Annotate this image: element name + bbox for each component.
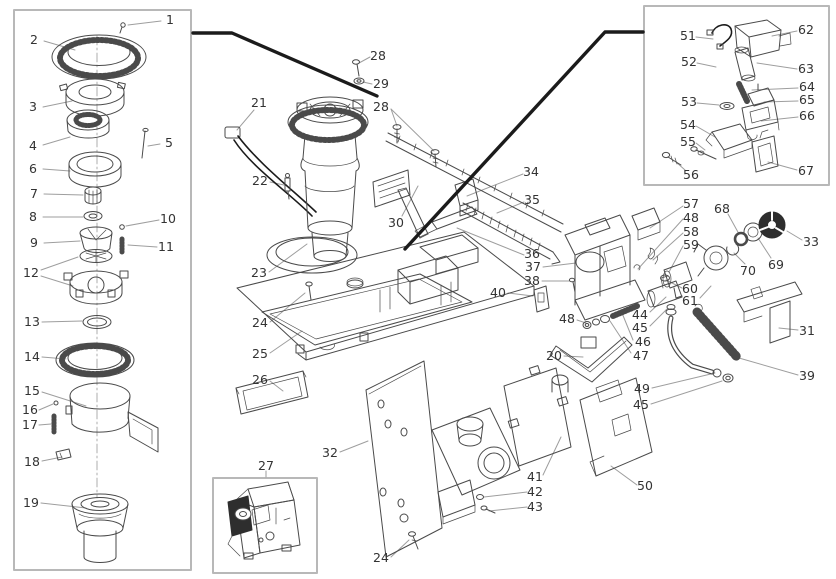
leader-line <box>42 168 71 172</box>
leader-line <box>466 173 524 197</box>
leader-line <box>38 403 54 411</box>
leader-line <box>339 440 369 453</box>
cables <box>191 30 645 251</box>
leader-line <box>269 181 285 186</box>
leader-line <box>456 227 525 256</box>
leader-line <box>668 245 684 273</box>
grinder-exploded-view-drawing <box>51 22 159 563</box>
leader-line <box>696 62 717 68</box>
top-right-inset-box <box>643 5 830 186</box>
leader-line <box>542 436 562 476</box>
leader-line <box>43 193 84 196</box>
leader-line <box>695 125 716 138</box>
solenoid-valve-inset-drawing <box>661 19 792 173</box>
leader-line <box>621 312 634 341</box>
leader-line <box>760 116 799 122</box>
leader-line <box>637 218 684 270</box>
leader-line <box>358 56 371 64</box>
leader-line <box>390 108 435 152</box>
leader-line <box>269 380 284 392</box>
leader-line <box>41 391 87 407</box>
leader-line <box>778 327 799 331</box>
leader-line <box>42 100 73 108</box>
leader-line <box>609 320 632 354</box>
leader-line <box>733 252 746 265</box>
leader-line <box>651 372 716 389</box>
leader-line <box>771 30 798 37</box>
main-assembly-drawing <box>224 59 803 558</box>
leader-line <box>127 244 158 248</box>
leader-line <box>496 201 525 214</box>
leader-line <box>269 330 303 354</box>
leader-line <box>41 320 83 323</box>
leader-line <box>401 185 419 217</box>
leader-line <box>507 292 534 297</box>
leader-line <box>727 213 740 235</box>
leader-line <box>390 108 398 127</box>
leader-line <box>757 237 772 259</box>
leader-line <box>786 230 803 241</box>
leader-line <box>751 87 799 91</box>
leader-line <box>665 279 683 289</box>
leader-line <box>488 506 528 512</box>
leader-line <box>43 240 81 244</box>
brew-unit-inset-drawing <box>227 481 301 560</box>
leader-line <box>563 355 584 358</box>
leader-line <box>125 219 160 227</box>
leader-line <box>756 62 798 70</box>
inset-boxes <box>13 5 830 574</box>
cable-to-top-right-box <box>403 30 645 251</box>
leader-line <box>695 36 714 40</box>
leader-line <box>483 491 528 498</box>
leader-line <box>390 539 410 558</box>
leader-line <box>542 262 577 268</box>
leader-line <box>738 357 799 376</box>
leader-line <box>41 456 63 462</box>
leader-line <box>652 232 684 261</box>
leader-line <box>767 161 798 171</box>
leader-line <box>649 205 684 229</box>
leader-line <box>362 81 373 85</box>
leader-line <box>763 100 799 103</box>
leader-line <box>268 243 308 273</box>
leader-line <box>269 292 306 323</box>
leader-lines <box>38 20 803 558</box>
leader-line <box>38 423 52 426</box>
leader-line <box>650 380 723 405</box>
leader-line <box>696 102 720 106</box>
leader-line <box>40 256 79 271</box>
leader-line <box>649 296 667 313</box>
leader-line <box>40 275 74 287</box>
leader-line <box>610 465 638 486</box>
leader-line <box>236 109 255 131</box>
leader-line <box>699 285 712 299</box>
leader-line <box>649 308 668 327</box>
leader-line <box>42 136 71 146</box>
cable-to-left-box <box>191 31 379 98</box>
leader-line <box>695 142 706 151</box>
leader-line <box>40 502 87 509</box>
left-inset-box <box>13 9 192 571</box>
leader-line <box>147 143 161 147</box>
leader-line <box>576 319 587 324</box>
part-27-inset-box <box>212 477 318 574</box>
leader-line <box>127 20 162 26</box>
